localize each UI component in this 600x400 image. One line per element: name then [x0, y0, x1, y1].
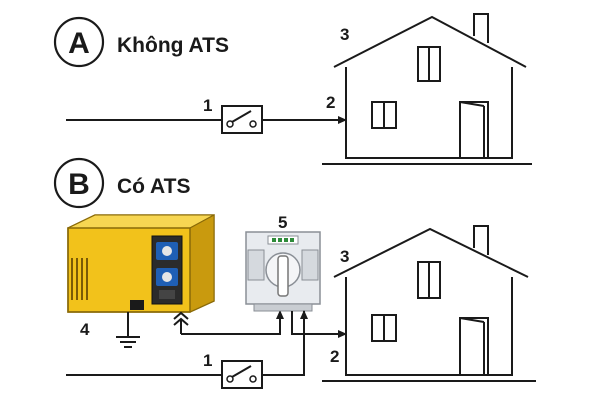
section-a-letter: A: [68, 27, 90, 60]
generator-to-ats-line: [181, 310, 284, 335]
section-b-badge: [53, 157, 105, 209]
section-b-title: Có ATS: [117, 175, 191, 198]
section-b-arrow-label: 2: [330, 347, 339, 366]
generator-icon: [67, 214, 215, 313]
section-a-switch-icon: [221, 105, 263, 134]
ats-switch-icon: [245, 231, 321, 312]
generator-label: 4: [80, 320, 90, 339]
section-a-house-icon: [322, 13, 532, 165]
section-a: A Không ATS 1 2 3: [53, 13, 532, 165]
section-a-title: Không ATS: [117, 34, 229, 57]
section-b-house-label: 3: [340, 247, 349, 266]
section-a-house-label: 3: [340, 25, 349, 44]
section-b-switch-label: 1: [203, 351, 212, 370]
grid-to-ats-line: [262, 310, 308, 376]
section-b-house-icon: [322, 225, 536, 382]
ats-to-house-arrow: [291, 311, 347, 338]
ground-icon: [116, 312, 140, 348]
section-a-arrow-label: 2: [326, 93, 335, 112]
ats-label: 5: [278, 213, 287, 232]
section-a-switch-label: 1: [203, 96, 212, 115]
section-b-switch-icon: [221, 360, 263, 389]
section-a-badge: [53, 16, 105, 68]
cable-end-icon: [173, 311, 189, 334]
section-b-letter: B: [68, 168, 90, 201]
section-b: B Có ATS 4: [53, 157, 536, 389]
